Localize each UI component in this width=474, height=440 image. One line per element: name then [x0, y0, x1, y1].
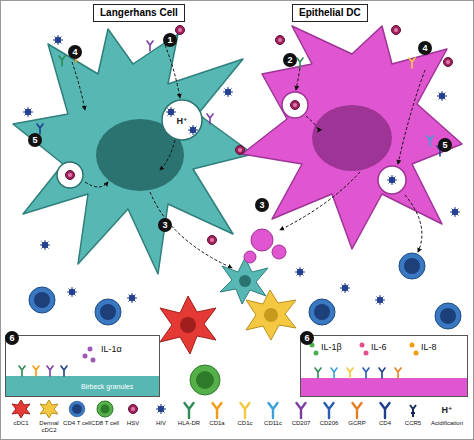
symbol-label: H⁺: [176, 116, 187, 126]
callout-number: 1: [163, 33, 177, 47]
legend-text: CD4 T cell: [63, 420, 91, 427]
legend-text: CD206: [315, 420, 343, 427]
legend-sample: [40, 400, 58, 418]
cd4-t-cell: [29, 287, 55, 313]
legend-sample: [325, 403, 334, 418]
nucleus: [264, 308, 278, 322]
cell-outline: [8, 4, 258, 304]
callout-number: 4: [68, 45, 82, 59]
hiv-virus: [450, 207, 460, 217]
legend-text: GCRP: [343, 420, 371, 427]
legend-sample: [69, 401, 85, 417]
hiv-virus: [295, 267, 305, 277]
hiv-virus: [67, 287, 77, 297]
legend-sample: [97, 401, 113, 417]
apoptotic-body: [244, 251, 256, 263]
hiv-virus: [375, 295, 385, 305]
cell-body: [242, 26, 462, 249]
legend-text: CD207: [287, 420, 315, 427]
callout-number: 3: [255, 198, 269, 212]
legend-sample: [241, 403, 250, 418]
callout-number: 3: [158, 218, 172, 232]
langerhans-cell: Langerhans Cell: [8, 4, 258, 304]
callout-number: 5: [28, 133, 42, 147]
legend-text: CD4: [371, 420, 399, 427]
callout-number: 6: [300, 331, 314, 345]
legend-sample: [213, 403, 222, 418]
legend-text: cDC1: [7, 420, 35, 427]
hiv-virus: [40, 240, 50, 250]
cd4-t-cell: [435, 303, 461, 329]
cytokine-label: IL-1β: [321, 342, 342, 353]
cd4-t-cell: [309, 299, 335, 325]
legend-text: Acidification: [427, 420, 467, 427]
cd8-t-cell: [190, 365, 220, 395]
legend-text: HIV: [147, 420, 175, 427]
hsv-virus: [444, 58, 453, 67]
callout-number: 4: [418, 41, 432, 55]
edc-panel: IL-1β IL-6 IL-8: [300, 335, 468, 397]
hiv-virus: [223, 87, 233, 97]
legend-sample: [381, 403, 390, 418]
migrating-lc: [220, 258, 268, 304]
cytokine-label: IL-8: [421, 342, 437, 353]
legend-sample: [353, 403, 362, 418]
legend-sample: [129, 405, 138, 414]
callout-number: 2: [283, 53, 297, 67]
nucleus: [180, 317, 196, 333]
epithelial-dc: Epithelial DC: [232, 4, 468, 274]
legend-text: HSV: [119, 420, 147, 427]
hiv-virus: [437, 91, 447, 101]
cd4-t-cell: [399, 253, 425, 279]
cell-heading: Epithelial DC: [292, 4, 368, 22]
legend-text: CD11c: [259, 420, 287, 427]
granule-label: Birbeck granules: [81, 382, 133, 391]
apoptotic-body: [251, 229, 273, 251]
legend-text: CD1a: [203, 420, 231, 427]
legend-text: CCR5: [399, 420, 427, 427]
hiv-virus: [23, 107, 33, 117]
cdc2-cell: [246, 290, 296, 340]
nucleus: [196, 371, 214, 389]
cell-body: [13, 29, 253, 274]
legend-text: HLA-DR: [175, 420, 203, 427]
apoptotic-body: [272, 245, 286, 259]
legend-text: Dermal cDC2: [35, 420, 63, 434]
legend-sample: [185, 403, 194, 418]
legend-text: CD1c: [231, 420, 259, 427]
callout-number: 6: [5, 331, 19, 345]
legend-text: CD8 T cell: [91, 420, 119, 427]
lc-panel: IL-1αBirbeck granules: [5, 335, 160, 397]
legend-sample: [101, 405, 110, 414]
hsv-virus: [392, 26, 401, 35]
cytokine-label: IL-6: [371, 342, 387, 353]
hiv-virus: [127, 293, 137, 303]
legend-sample: [410, 405, 416, 417]
receptor: [147, 41, 153, 51]
hsv-virus: [276, 36, 285, 45]
cd4-t-cell: [95, 299, 121, 325]
cell-outline: [232, 4, 468, 274]
hiv-virus: [340, 283, 350, 293]
callout-number: 5: [438, 138, 452, 152]
membrane-band: [301, 378, 467, 396]
legend-sample: [12, 400, 30, 418]
nucleus: [239, 275, 251, 287]
cytokine-label: IL-1α: [101, 344, 122, 355]
legend-sample: [269, 403, 278, 418]
legend-sample: [297, 403, 306, 418]
hsv-virus: [176, 26, 185, 35]
cell-heading: Langerhans Cell: [93, 4, 185, 22]
legend-sample: [156, 404, 166, 414]
hiv-virus: [53, 35, 63, 45]
cdc1-cell: [160, 296, 216, 354]
hsv-virus: [208, 236, 217, 245]
symbol-label: H⁺: [441, 405, 452, 415]
